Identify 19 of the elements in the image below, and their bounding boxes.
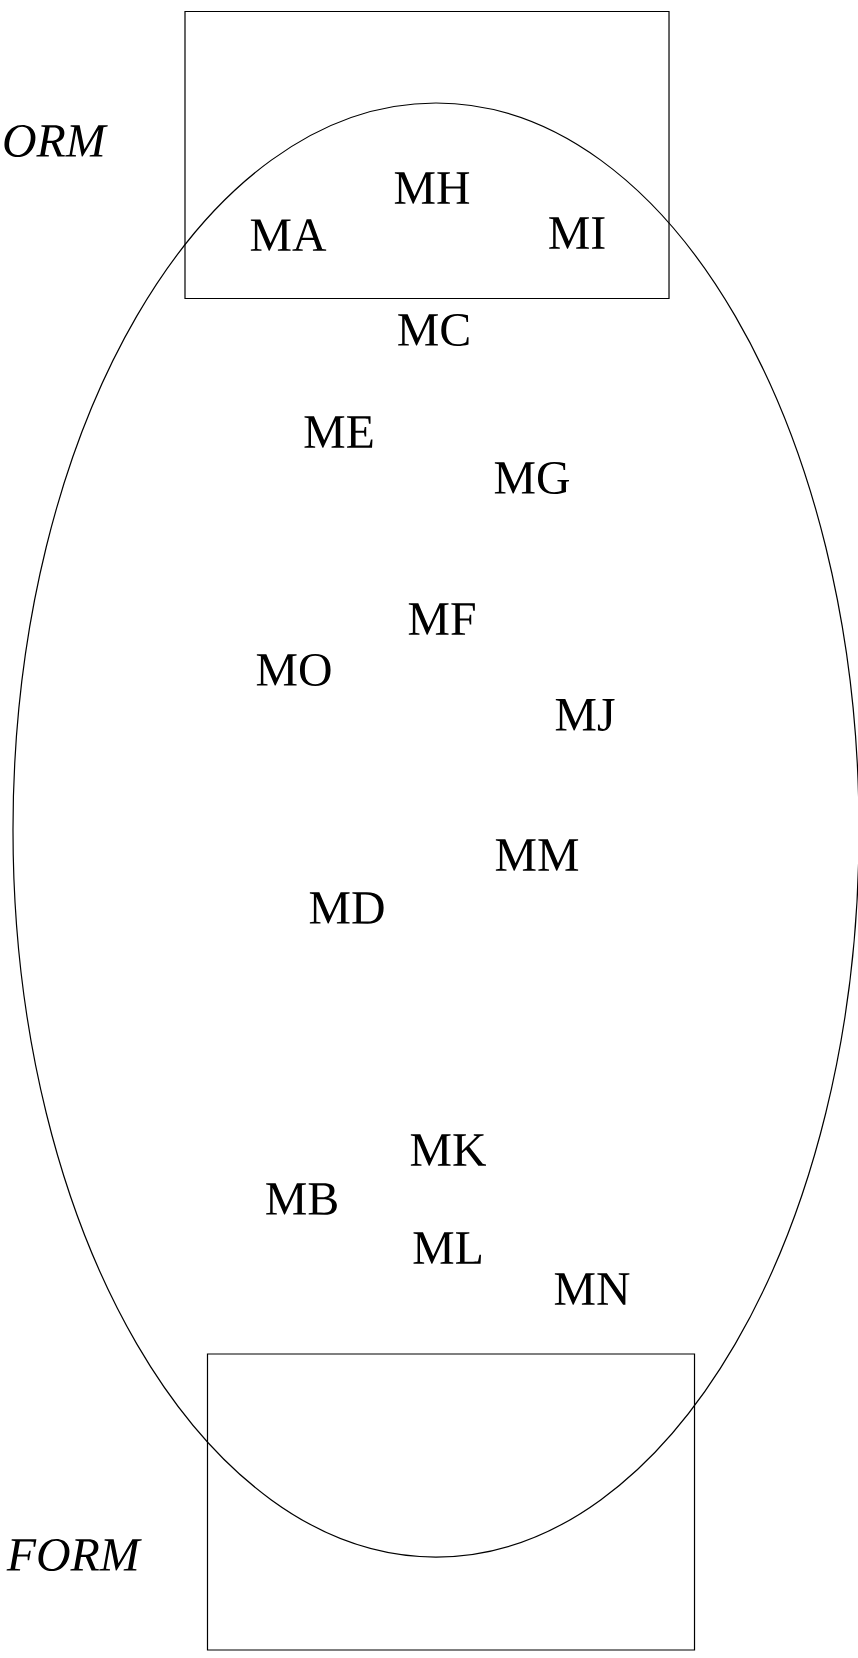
set-label: MO: [256, 653, 331, 687]
set-label: MN: [554, 1273, 630, 1305]
set-label: MF: [408, 603, 475, 635]
set-label: MH: [394, 172, 470, 204]
set-label: MJ: [555, 699, 615, 731]
set-label: FORM: [6, 1538, 142, 1572]
frame-box: [206, 1353, 696, 1651]
set-label: ORM: [4, 124, 108, 158]
set-label: ME: [304, 416, 373, 448]
set-label: MB: [266, 1183, 337, 1215]
set-label: MG: [494, 461, 569, 495]
set-label: ML: [413, 1232, 481, 1264]
set-label: MC: [398, 313, 469, 347]
set-label: MD: [309, 892, 384, 924]
set-label: MI: [549, 217, 605, 249]
set-label: MM: [495, 839, 579, 871]
frame-box: [184, 10, 670, 300]
set-label: MA: [250, 219, 327, 251]
set-label: MK: [410, 1134, 486, 1166]
